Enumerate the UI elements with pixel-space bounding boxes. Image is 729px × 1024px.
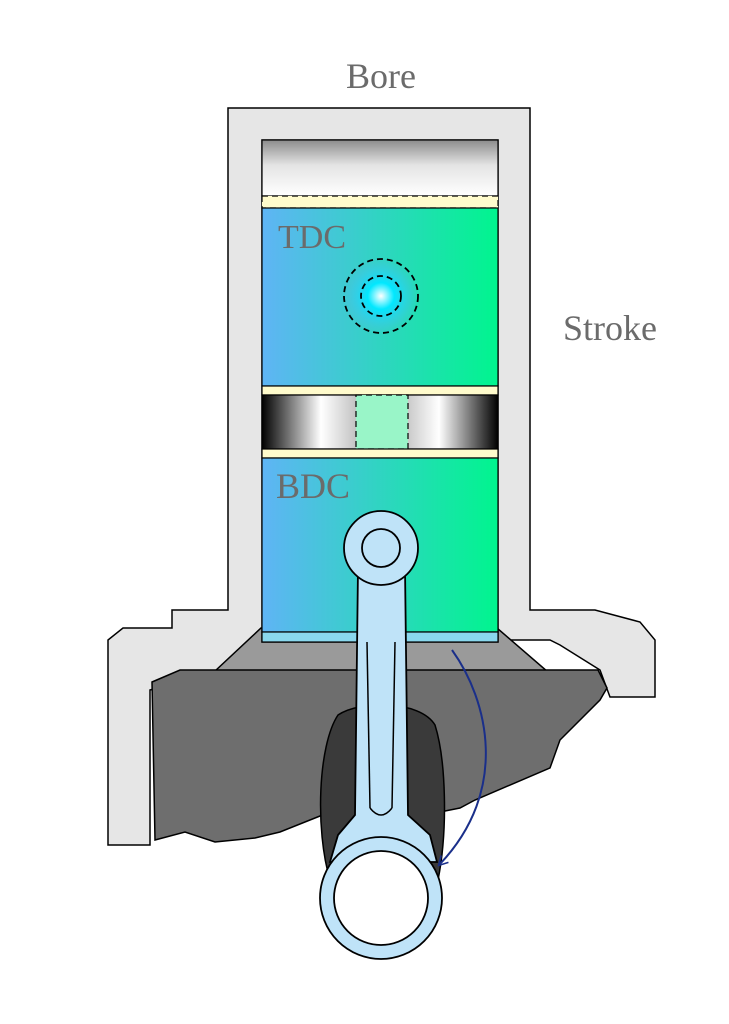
tdc-label: TDC	[278, 219, 346, 256]
wrist-pin-bdc	[361, 528, 401, 568]
connecting-rod	[328, 567, 439, 863]
wrist-pin-tdc-inner	[360, 275, 402, 317]
stroke-label: Stroke	[563, 308, 657, 348]
rod-groove-end	[369, 807, 393, 816]
curved-arrow-icon	[437, 649, 487, 867]
bore-label: Bore	[346, 56, 416, 96]
crankpin-hole	[333, 850, 429, 946]
ring-band-bottom	[261, 448, 499, 459]
ring-gap	[355, 394, 409, 450]
rod-groove-right	[391, 641, 396, 809]
cylinder-head	[261, 139, 499, 197]
wrist-pin-glow	[343, 258, 419, 334]
bdc-label: BDC	[276, 466, 350, 506]
head-gasket	[261, 195, 499, 209]
ring-band-top	[261, 385, 499, 396]
rod-groove-left	[366, 641, 371, 809]
wrist-pin-tdc-outer	[343, 258, 419, 334]
